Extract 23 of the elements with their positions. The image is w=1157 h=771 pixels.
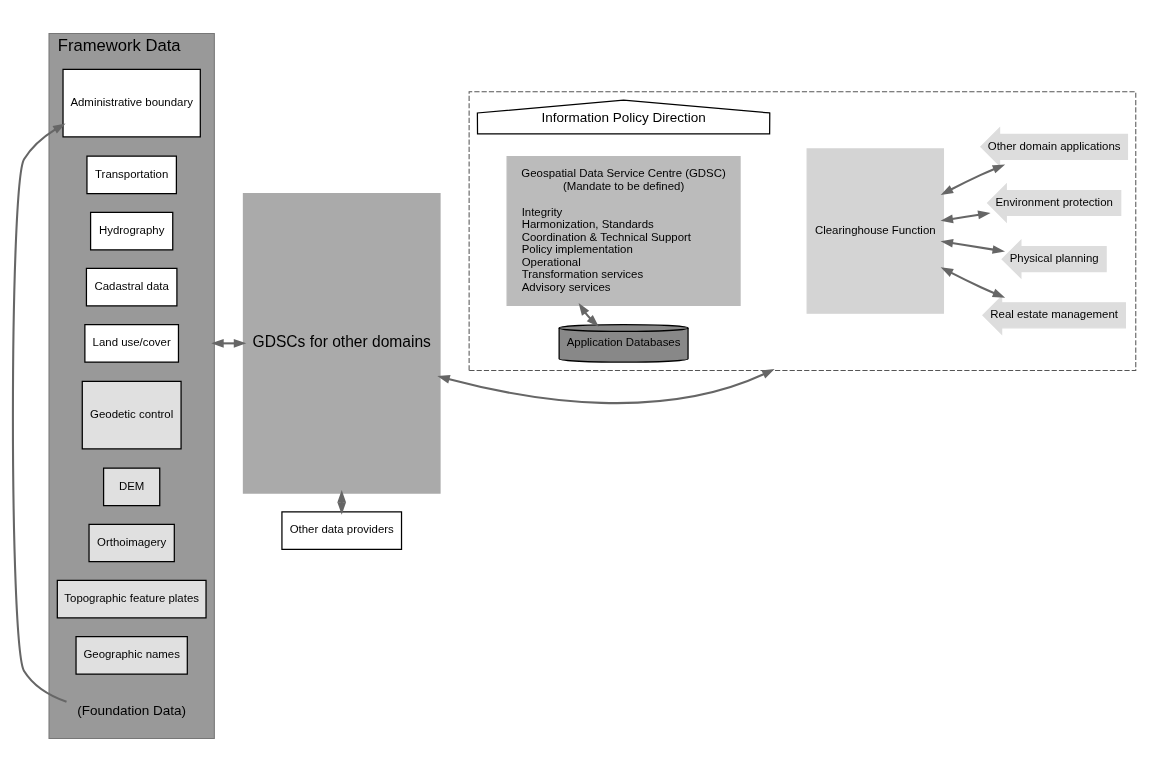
node-box: Orthoimagery: [88, 523, 175, 562]
arrow: [940, 238, 1005, 254]
node-text: (Foundation Data): [77, 702, 187, 718]
node-box: Administrative boundary: [62, 68, 201, 138]
arrow: [940, 266, 1006, 298]
arrow: [940, 163, 1006, 195]
node-box: Other data providers: [281, 510, 403, 550]
node-box: Cadastral data: [85, 267, 178, 307]
node-box: DEM: [102, 467, 161, 506]
arrow: [578, 302, 599, 327]
node-box: Geospatial Data Service Centre (GDSC) (Mandate to be defined) Integrity Harmonization, Standards Coordination & Technical Support Policy implementation Operational Transformation services Advisory services: [506, 155, 741, 306]
arrow: [940, 210, 991, 223]
node-box: Clearinghouse Function: [806, 147, 945, 314]
node-box: Geodetic control: [81, 380, 182, 450]
arrow: [11, 123, 67, 703]
node-box: Land use/cover: [84, 323, 180, 363]
node-box: GDSCs for other domains: [242, 192, 441, 494]
node-box: Hydrography: [89, 211, 174, 250]
node-box: Topographic feature plates: [56, 579, 207, 618]
node-box: Geographic names: [75, 635, 188, 675]
cluster: [468, 90, 1137, 371]
node-box: Transportation: [86, 155, 177, 194]
arrow: [437, 368, 775, 404]
